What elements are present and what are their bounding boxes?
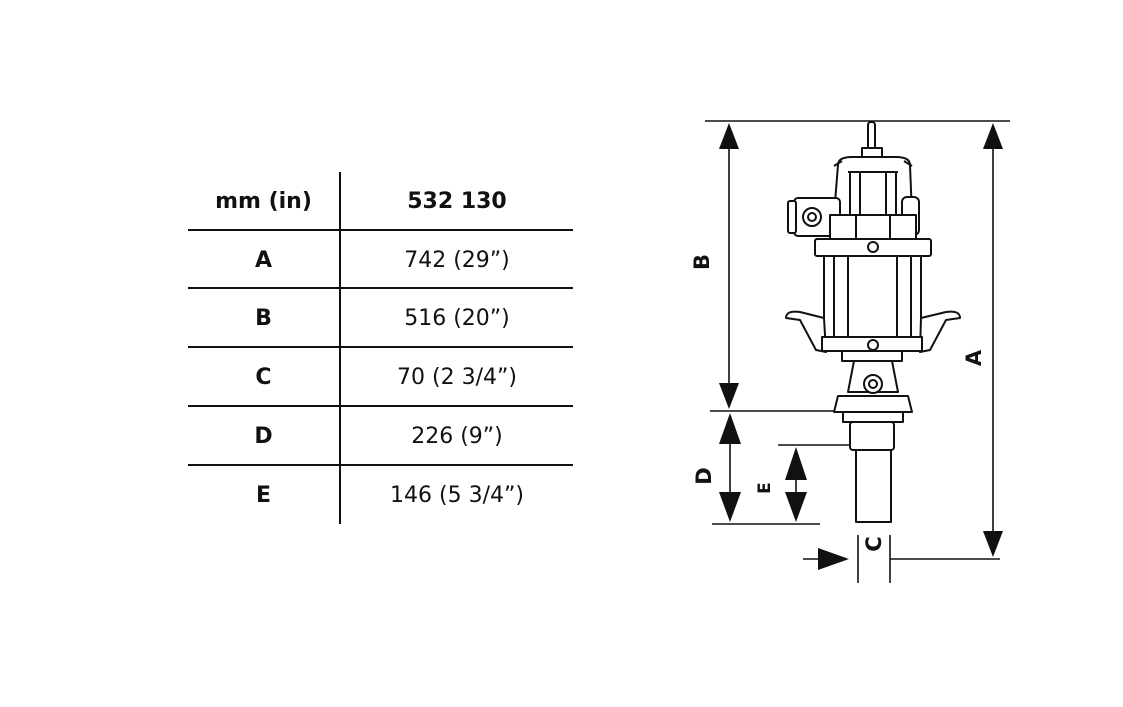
dimension-e — [785, 447, 807, 522]
row-divider — [188, 405, 573, 407]
row-divider — [188, 287, 573, 289]
dimension-value: 516 (20”) — [404, 305, 510, 331]
dimension-value: 70 (2 3/4”) — [397, 364, 517, 390]
dimension-b — [719, 123, 739, 409]
table-row: A 742 (29”) — [188, 231, 573, 289]
label-b: B — [690, 254, 714, 270]
table-row: B 516 (20”) — [188, 289, 573, 347]
extension-lines — [705, 120, 1010, 583]
row-divider — [188, 346, 573, 348]
table-row: E 146 (5 3/4”) — [188, 466, 573, 524]
dimension-value: 146 (5 3/4”) — [390, 482, 524, 508]
dimension-label: B — [255, 305, 272, 331]
column-divider — [339, 172, 341, 524]
dimension-d — [719, 413, 741, 522]
dimension-label: A — [254, 247, 273, 273]
label-a: A — [962, 349, 986, 366]
dimensions-table: mm (in) 532 130 A 742 (29”) B 516 (20”) … — [188, 172, 573, 524]
row-divider — [188, 229, 573, 231]
pump-drawing — [785, 121, 961, 523]
unit-header: mm (in) — [215, 188, 312, 214]
table-header-row: mm (in) 532 130 — [188, 172, 573, 230]
dimension-label: C — [255, 364, 272, 390]
label-d: D — [692, 467, 716, 484]
dimension-value: 226 (9”) — [411, 423, 503, 449]
label-e: E — [755, 482, 775, 494]
model-header: 532 130 — [407, 188, 507, 214]
dimension-label: E — [255, 482, 272, 508]
table-row: C 70 (2 3/4”) — [188, 348, 573, 406]
dimension-value: 742 (29”) — [404, 247, 510, 273]
label-c: C — [862, 536, 886, 551]
dimension-c — [803, 548, 849, 570]
table-row: D 226 (9”) — [188, 407, 573, 465]
dimension-a — [983, 123, 1003, 557]
row-divider — [188, 464, 573, 466]
dimension-label: D — [254, 423, 273, 449]
